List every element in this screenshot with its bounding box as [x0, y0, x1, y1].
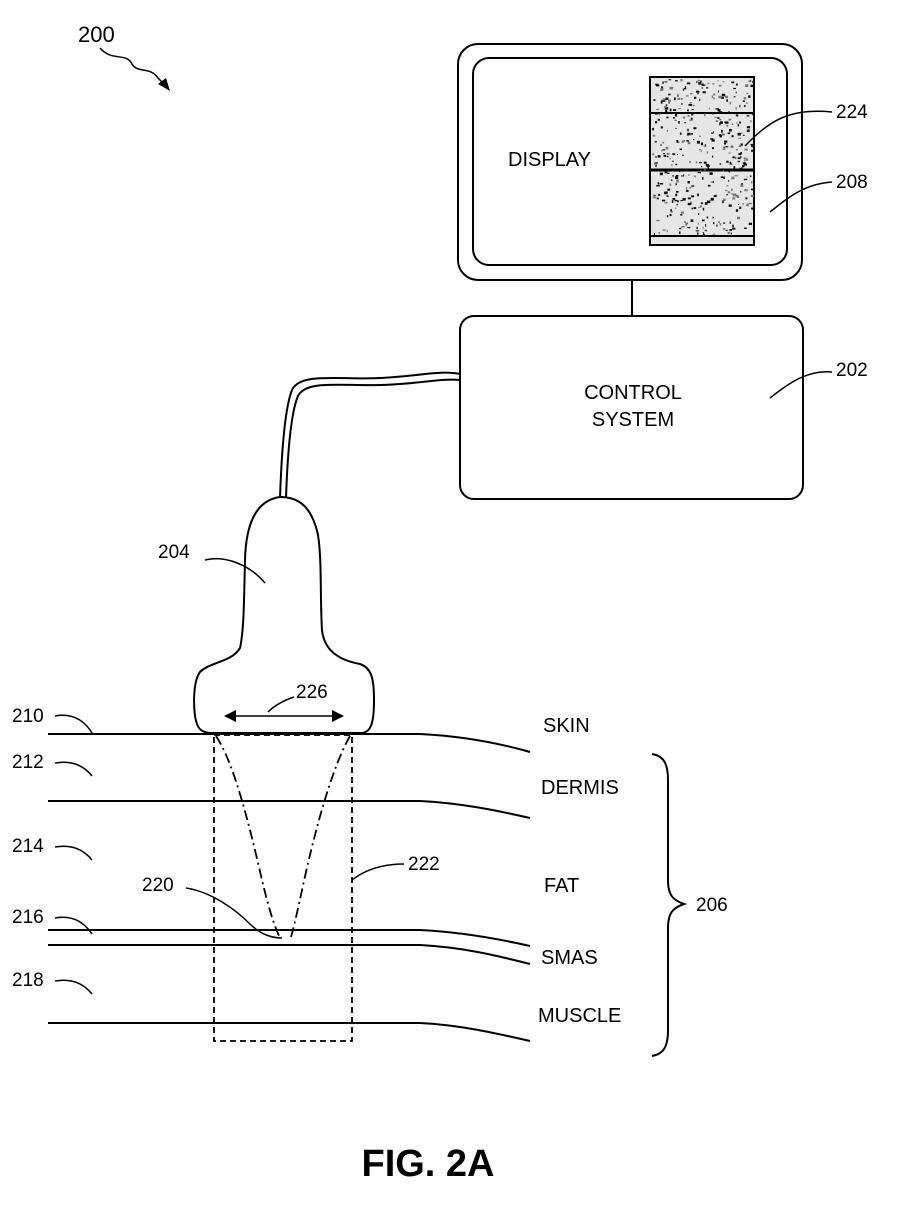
region-ref: 222: [408, 854, 440, 875]
aperture-arrowhead-left: [224, 710, 236, 722]
skin-ref: 210: [12, 706, 44, 727]
aperture-leader: [268, 697, 294, 712]
beam-left-edge: [216, 736, 280, 938]
fat-ref: 214: [12, 836, 44, 857]
fat-line: [48, 930, 530, 946]
figure-number-leader: [100, 48, 168, 88]
tissue-layers: 210 212 214 216 218 SKIN DERMIS FAT SMAS…: [12, 706, 728, 1056]
fat-label: FAT: [544, 875, 579, 897]
skin-label: SKIN: [543, 715, 590, 737]
muscle-label: MUSCLE: [538, 1005, 621, 1027]
fat-ref-leader: [55, 846, 92, 860]
beam-right-edge: [290, 736, 350, 940]
transducer-probe: 204 226: [158, 497, 374, 733]
control-label-line1: CONTROL: [584, 382, 682, 404]
tissue-brace: [652, 754, 684, 1056]
figure-number: 200: [78, 22, 115, 47]
display-monitor: DISPLAY 224 208: [458, 44, 868, 280]
control-label-line2: SYSTEM: [592, 409, 674, 431]
probe-cable: [280, 373, 460, 498]
muscle-ref: 218: [12, 970, 44, 991]
muscle-line: [48, 1023, 530, 1041]
screen-ref: 224: [836, 102, 868, 123]
control-ref: 202: [836, 360, 868, 381]
ultrasound-image-panel: [650, 77, 755, 245]
display-ref: 208: [836, 172, 868, 193]
display-label: DISPLAY: [508, 149, 591, 171]
smas-label: SMAS: [541, 947, 598, 969]
smas-ref: 216: [12, 907, 44, 928]
dermis-line: [48, 801, 530, 818]
aperture-arrowhead-right: [332, 710, 344, 722]
tissue-group-ref: 206: [696, 895, 728, 916]
region-leader: [352, 864, 404, 880]
aperture-ref: 226: [296, 682, 328, 703]
smas-line: [48, 945, 530, 964]
smas-ref-leader: [55, 917, 92, 934]
control-leader: [770, 372, 832, 398]
skin-ref-leader: [55, 715, 92, 733]
dermis-ref: 212: [12, 752, 44, 773]
muscle-ref-leader: [55, 980, 92, 994]
focal-ref: 220: [142, 875, 174, 896]
dermis-ref-leader: [55, 762, 92, 776]
screen-leader: [745, 111, 832, 146]
control-system-box: CONTROL SYSTEM 202: [460, 316, 868, 499]
skin-line: [48, 734, 530, 752]
dermis-label: DERMIS: [541, 777, 619, 799]
figure-caption: FIG. 2A: [361, 1143, 494, 1185]
probe-ref: 204: [158, 542, 190, 563]
probe-leader: [205, 559, 265, 583]
